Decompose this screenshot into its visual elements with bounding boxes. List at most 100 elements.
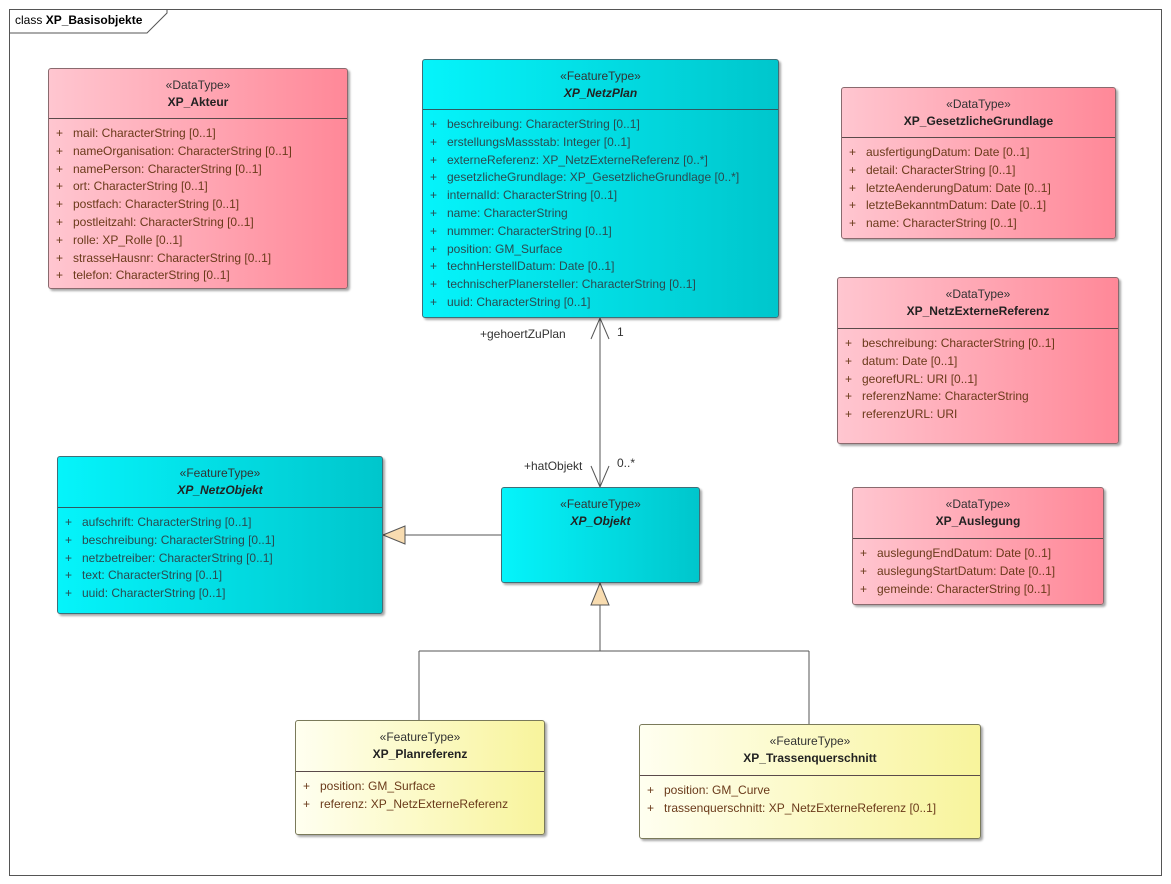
attribute-row[interactable]: +name: CharacterString [0..1] <box>842 215 1115 233</box>
attribute-row[interactable]: +referenz: XP_NetzExterneReferenz <box>296 796 544 814</box>
attribute-row[interactable]: +erstellungsMassstab: Integer [0..1] <box>423 134 778 152</box>
class-name: XP_GesetzlicheGrundlage <box>903 114 1054 128</box>
attribute-row[interactable]: +position: GM_Surface <box>423 241 778 259</box>
attribute-text: externeReferenz: XP_NetzExterneReferenz … <box>447 152 708 167</box>
diagram-frame-tab: class XP_Basisobjekte <box>9 9 169 34</box>
attribute-row[interactable]: +namePerson: CharacterString [0..1] <box>49 161 347 179</box>
attribute-row[interactable]: +beschreibung: CharacterString [0..1] <box>838 335 1118 353</box>
attribute-row[interactable]: + externeReferenz: XP_NetzExterneReferenz… <box>423 152 778 170</box>
attribute-row[interactable]: +datum: Date [0..1] <box>838 353 1118 371</box>
class-header: «FeatureType»XP_NetzPlan <box>423 60 778 110</box>
attribute-row[interactable]: +uuid: CharacterString [0..1] <box>58 585 382 603</box>
attribute-row[interactable]: + text: CharacterString [0..1] <box>58 567 382 585</box>
attribute-row[interactable]: + letzteBekanntmDatum: Date [0..1] <box>842 197 1115 215</box>
attribute-row[interactable]: +strasseHausnr: CharacterString [0..1] <box>49 250 347 268</box>
attribute-row[interactable]: +name: CharacterString <box>423 205 778 223</box>
visibility-public: + <box>430 152 438 167</box>
attribute-text: text: CharacterString [0..1] <box>82 568 223 583</box>
diagram-title: class XP_Basisobjekte <box>15 13 142 27</box>
class-name: XP_Akteur <box>167 95 229 109</box>
attribute-row[interactable]: +position: GM_Curve <box>640 782 980 800</box>
attribute-row[interactable]: +internalId: CharacterString [0..1] <box>423 187 778 205</box>
attribute-text: strasseHausnr: CharacterString [0..1] <box>73 250 272 265</box>
attribute-text: beschreibung: CharacterString [0..1] <box>447 117 640 131</box>
attribute-row[interactable]: +technHerstellDatum: Date [0..1] <box>423 258 778 276</box>
class-xp-objekt[interactable]: «FeatureType»XP_Objekt <box>501 487 700 583</box>
attribute-text: letzteAenderungDatum: Date [0..1] <box>866 180 1051 195</box>
visibility-public: + <box>860 546 868 560</box>
attribute-row[interactable]: +ort: CharacterString [0..1] <box>49 178 347 196</box>
visibility-public: + <box>56 179 64 194</box>
visibility-public: + <box>303 779 311 793</box>
class-xp-gesetzlichegrundlage[interactable]: «DataType»XP_GesetzlicheGrundlage+ausfer… <box>841 87 1116 239</box>
class-header: «DataType»XP_Auslegung <box>853 488 1103 539</box>
attribute-row[interactable]: +referenzName: CharacterString <box>838 388 1118 406</box>
visibility-public: + <box>647 800 655 815</box>
visibility-public: + <box>849 162 857 177</box>
attribute-text: letzteBekanntmDatum: Date [0..1] <box>866 198 1047 213</box>
visibility-public: + <box>430 223 438 238</box>
attribute-text: aufschrift: CharacterString [0..1] <box>82 515 252 529</box>
attribute-row[interactable]: + aufschrift: CharacterString [0..1] <box>58 514 382 532</box>
visibility-public: + <box>845 353 853 368</box>
attribute-row[interactable]: +ausfertigungDatum: Date [0..1] <box>842 144 1115 162</box>
visibility-public: + <box>849 198 857 213</box>
class-header: «FeatureType»XP_NetzObjekt <box>58 457 382 508</box>
generalization-netzobjekt[interactable] <box>381 525 501 545</box>
class-xp-planreferenz[interactable]: «FeatureType»XP_Planreferenz+position: G… <box>295 720 545 835</box>
attribute-row[interactable]: +gemeinde: CharacterString [0..1] <box>853 581 1103 599</box>
class-stereotype: «DataType» <box>165 78 231 92</box>
generalization-objekt[interactable] <box>418 581 810 724</box>
class-xp-auslegung[interactable]: «DataType»XP_Auslegung + auslegungEndDatum… <box>852 487 1104 605</box>
role-hatobjekt: +hatObjekt <box>524 459 583 473</box>
attribute-row[interactable]: +telefon: CharacterString [0..1] <box>49 267 347 285</box>
attribute-row[interactable]: +referenzURL: URI <box>838 406 1118 424</box>
visibility-public: + <box>65 515 73 529</box>
visibility-public: + <box>56 268 64 283</box>
class-name: XP_Auslegung <box>935 514 1021 528</box>
attribute-row[interactable]: +postfach: CharacterString [0..1] <box>49 196 347 214</box>
attribute-row[interactable]: +nameOrganisation: CharacterString [0..1… <box>49 143 347 161</box>
attribute-row[interactable]: +mail: CharacterString [0..1] <box>49 125 347 143</box>
attribute-row[interactable]: + auslegungEndDatum: Date [0..1] <box>853 545 1103 563</box>
attribute-row[interactable]: + letzteAenderungDatum: Date [0..1] <box>842 180 1115 198</box>
attribute-row[interactable]: +beschreibung: CharacterString [0..1] <box>423 116 778 134</box>
class-stereotype: «DataType» <box>945 287 1011 301</box>
attribute-row[interactable]: +georefURL: URI [0..1] <box>838 371 1118 389</box>
visibility-public: + <box>849 180 857 195</box>
class-xp-trassenquerschnitt[interactable]: «FeatureType»XP_Trassenquerschnitt+posit… <box>639 724 981 839</box>
attribute-row[interactable]: +detail: CharacterString [0..1] <box>842 162 1115 180</box>
class-stereotype: «FeatureType» <box>560 497 641 511</box>
attribute-row[interactable]: +nummer: CharacterString [0..1] <box>423 223 778 241</box>
attribute-row[interactable]: +trassenquerschnitt: XP_NetzExterneRefer… <box>640 800 980 818</box>
attribute-text: mail: CharacterString [0..1] <box>73 126 216 140</box>
attribute-text: name: CharacterString <box>447 205 568 220</box>
attribute-row[interactable]: +rolle: XP_Rolle [0..1] <box>49 232 347 250</box>
attribute-row[interactable]: +technischerPlanersteller: CharacterStri… <box>423 276 778 294</box>
class-xp-netzplan[interactable]: «FeatureType»XP_NetzPlan+beschreibung: C… <box>422 59 779 318</box>
class-header: «FeatureType»XP_Objekt <box>502 488 699 530</box>
class-xp-akteur[interactable]: «DataType»XP_Akteur+mail: CharacterStrin… <box>48 68 348 289</box>
attribute-row[interactable]: +beschreibung: CharacterString [0..1] <box>58 532 382 550</box>
visibility-public: + <box>65 532 73 547</box>
association-line[interactable] <box>590 316 610 489</box>
class-xp-netzobjekt[interactable]: «FeatureType»XP_NetzObjekt + aufschrift: C… <box>57 456 383 614</box>
association-arrow-plan <box>590 316 610 340</box>
attribute-text: namePerson: CharacterString [0..1] <box>73 161 262 176</box>
attribute-row[interactable]: +auslegungStartDatum: Date [0..1] <box>853 563 1103 581</box>
visibility-public: + <box>65 550 73 565</box>
attribute-text: auslegungEndDatum: Date [0..1] <box>877 546 1052 560</box>
attribute-row[interactable]: +netzbetreiber: CharacterString [0..1] <box>58 550 382 568</box>
attribute-row[interactable]: +gesetzlicheGrundlage: XP_GesetzlicheGru… <box>423 169 778 187</box>
attribute-row[interactable]: +postleitzahl: CharacterString [0..1] <box>49 214 347 232</box>
visibility-public: + <box>430 259 438 274</box>
attribute-row[interactable]: +position: GM_Surface <box>296 778 544 796</box>
attribute-row[interactable]: +uuid: CharacterString [0..1] <box>423 294 778 312</box>
visibility-public: + <box>65 586 73 601</box>
class-xp-netzexternereferenz[interactable]: «DataType»XP_NetzExterneReferenz+beschre… <box>837 277 1119 444</box>
class-stereotype: «FeatureType» <box>769 734 851 748</box>
attribute-list: +beschreibung: CharacterString [0..1]+da… <box>838 329 1118 424</box>
visibility-public: + <box>65 568 73 583</box>
attribute-text: ausfertigungDatum: Date [0..1] <box>866 145 1030 159</box>
